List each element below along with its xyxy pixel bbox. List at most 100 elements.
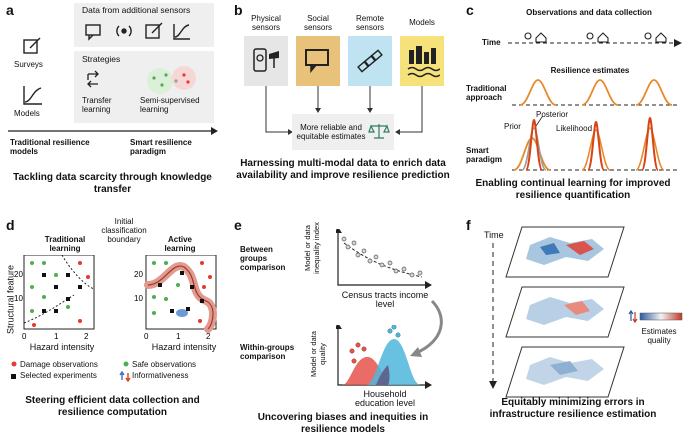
between-plot	[336, 229, 432, 289]
curved-arrow	[410, 299, 443, 357]
panel-d-label: d	[6, 217, 15, 233]
within-plot	[336, 325, 432, 389]
smart-label: Smart paradigm	[466, 146, 503, 164]
models-curve-icon	[23, 86, 42, 105]
quality-label: Estimates quality	[641, 327, 677, 345]
signal-icon	[116, 25, 132, 37]
legend-selected: Selected experiments	[20, 371, 97, 380]
map-layer-3	[505, 346, 625, 398]
panel-c-label: c	[466, 2, 474, 18]
result-label: More reliable and equitable estimates	[296, 123, 366, 141]
map-layers	[505, 226, 625, 398]
physical-label: Physical sensors	[251, 14, 281, 32]
city-wave-icon	[407, 46, 440, 78]
xtick-2-right: 2	[206, 332, 211, 341]
obs-title: Observations and data collection	[526, 8, 652, 17]
flow-arrows	[265, 86, 423, 135]
ytick-20-left: 20	[14, 270, 23, 279]
x2-label: Household education level	[354, 389, 416, 408]
strategies-title: Strategies	[82, 54, 121, 64]
panel-b-label: b	[234, 2, 243, 18]
ytick-10-right: 10	[134, 294, 143, 303]
remote-box	[348, 36, 392, 86]
initial-boundary-label: Initial classification boundary	[101, 217, 147, 244]
y2-label: Model or data quality	[309, 331, 327, 377]
xtick-1-right: 1	[176, 332, 181, 341]
between-label: Between groups comparison	[240, 245, 286, 272]
panel-b: b Physical sensors Social sensors Remote…	[228, 0, 456, 205]
edit-icon	[145, 22, 163, 39]
axis-left-label: Traditional resilience models	[10, 138, 90, 156]
ytick-20-right: 20	[134, 270, 143, 279]
time-axis-label: Time	[484, 230, 504, 240]
remote-label: Remote sensors	[355, 14, 384, 32]
panel-d-caption: Steering efficient data collection and r…	[25, 395, 200, 418]
panel-d: d Initial classification boundary Tradit…	[0, 215, 225, 425]
legend-markers	[11, 361, 131, 383]
posterior-label: Posterior	[536, 110, 569, 119]
legend-damage: Damage observations	[20, 360, 98, 369]
panel-e: e Between groups comparison Model or dat…	[228, 215, 456, 435]
active-learning-label: Active learning	[164, 235, 196, 253]
sensor-phone-icon	[253, 48, 279, 72]
panel-e-caption: Uncovering biases and inequities in resi…	[257, 412, 429, 435]
panel-f-caption: Equitably minimizing errors in infrastru…	[489, 397, 657, 420]
xtick-0-right: 0	[144, 332, 149, 341]
smart-curves	[512, 116, 680, 171]
social-label: Social sensors	[303, 14, 332, 32]
observation-icons	[524, 32, 667, 43]
scatter-plots: 20 10 0 1 2 20 10 0 1 2	[14, 255, 217, 341]
panel-a: a Data from additional sensors Strategie…	[0, 0, 225, 205]
semi-label: Semi-supervised learning	[140, 96, 200, 114]
within-label: Within-groups comparison	[240, 343, 295, 361]
ytick-10-left: 10	[14, 294, 23, 303]
traditional-learning-label: Traditional learning	[44, 235, 86, 253]
likelihood-label: Likelihood	[556, 124, 593, 133]
time-arrow	[489, 243, 497, 389]
time-label: Time	[482, 38, 501, 47]
satellite-icon	[357, 49, 383, 73]
traditional-curves	[512, 79, 680, 106]
social-box	[296, 36, 340, 86]
y1-label: Model or data inequality index	[303, 222, 321, 274]
legend-info: Informativeness	[132, 371, 189, 380]
estimates-title: Resilience estimates	[550, 66, 630, 75]
xlabel-right: Hazard intensity	[151, 342, 217, 352]
panel-c-caption: Enabling continual learning for improved…	[475, 178, 671, 201]
timeline	[508, 32, 682, 47]
panel-a-caption: Tackling data scarcity through knowledge…	[13, 172, 212, 195]
xlabel-left: Hazard intensity	[29, 342, 95, 352]
panel-a-label: a	[6, 2, 14, 18]
scale-icon	[368, 124, 390, 139]
result-box	[292, 114, 394, 150]
quality-colorbar	[628, 309, 683, 324]
map-layer-2	[505, 286, 625, 338]
chat-icon	[85, 24, 101, 41]
legend-safe: Safe observations	[132, 360, 197, 369]
panel-f: f Time Estimates quality Equitably minim…	[460, 215, 685, 425]
x1-label: Census tracts income level	[341, 290, 429, 309]
models-src-label: Models	[409, 18, 435, 27]
social-chat-icon	[305, 49, 329, 74]
sensors-title: Data from additional sensors	[82, 5, 191, 15]
xtick-0-left: 0	[22, 332, 27, 341]
survey-icon	[23, 37, 41, 54]
map-layer-1	[505, 226, 625, 278]
axis-right-label: Smart resilience paradigm	[130, 138, 192, 156]
panel-e-label: e	[234, 217, 242, 233]
curve-icon	[173, 24, 190, 40]
semi-supervised-icon	[147, 66, 196, 94]
transfer-icon	[87, 70, 99, 88]
prior-label: Prior	[504, 122, 521, 131]
panel-b-caption: Harnessing multi-modal data to enrich da…	[236, 158, 450, 181]
panel-f-label: f	[466, 217, 471, 233]
xtick-1-left: 1	[54, 332, 59, 341]
surveys-label: Surveys	[14, 60, 43, 69]
panel-c: c Observations and data collection Time …	[460, 0, 685, 205]
xtick-2-left: 2	[84, 332, 89, 341]
progress-arrow	[8, 127, 218, 135]
transfer-label: Transfer learning	[82, 96, 112, 114]
traditional-label: Traditional approach	[466, 84, 507, 102]
sensor-icons	[85, 22, 190, 41]
models-label: Models	[14, 109, 40, 118]
